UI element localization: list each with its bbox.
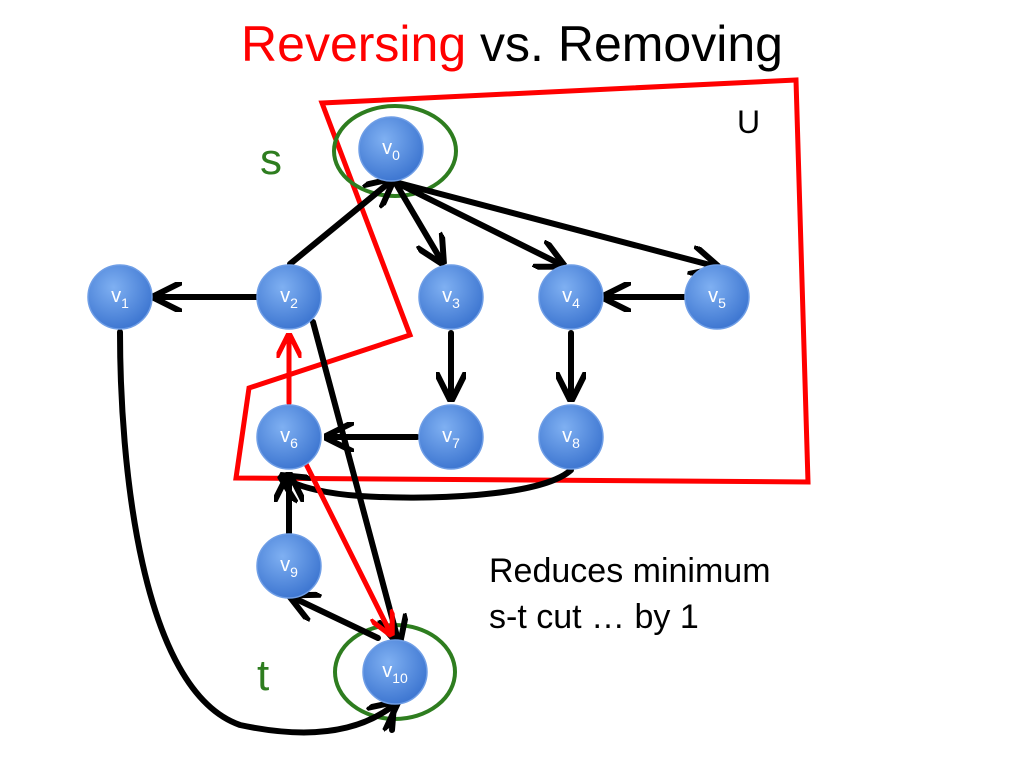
edge-v0-v3	[392, 179, 441, 260]
node-label-v6: v6	[280, 425, 298, 451]
node-v7: v7	[418, 404, 484, 470]
edge-v6-v10-reversed	[302, 459, 390, 632]
node-v1: v1	[87, 264, 153, 330]
node-circle-v5	[684, 264, 750, 330]
node-circle-v10	[362, 639, 428, 705]
node-circle-v9	[256, 533, 322, 599]
title-rest: vs. Removing	[466, 16, 783, 72]
source-label: s	[260, 135, 282, 184]
node-v4: v4	[538, 264, 604, 330]
edges-black	[117, 179, 714, 736]
edge-v1-v10	[117, 329, 394, 736]
edge-v8-v6	[284, 467, 574, 498]
caption-line-1: Reduces minimum	[489, 552, 771, 590]
edge-v2-v10	[310, 319, 398, 640]
node-label-v10: v10	[382, 660, 408, 686]
node-v9: v9	[256, 533, 322, 599]
node-circle-v8	[538, 404, 604, 470]
title-reversing: Reversing	[241, 16, 467, 72]
node-label-v9: v9	[280, 554, 298, 580]
sink-label: t	[257, 651, 269, 700]
edge-v10-tail	[389, 702, 397, 733]
slide-title: Reversing vs. Removing	[0, 12, 1024, 76]
node-v8: v8	[538, 404, 604, 470]
node-label-v4: v4	[562, 285, 580, 311]
caption: Reduces minimum s-t cut … by 1	[489, 548, 771, 640]
node-v5: v5	[684, 264, 750, 330]
node-label-v0: v0	[382, 137, 400, 163]
edge-v0-v5	[392, 179, 714, 266]
node-circle-v7	[418, 404, 484, 470]
node-label-v2: v2	[280, 285, 298, 311]
node-label-v5: v5	[708, 285, 726, 311]
node-circle-v4	[538, 264, 604, 330]
graph-nodes: v0 v1 v2 v3 v4 v5 v6 v7 v8 v9 v10	[87, 116, 750, 705]
node-v0: v0	[358, 116, 424, 182]
node-circle-v3	[418, 264, 484, 330]
edges-red	[289, 338, 390, 632]
node-v3: v3	[418, 264, 484, 330]
node-v6: v6	[256, 404, 322, 470]
caption-line-2: s-t cut … by 1	[489, 598, 699, 636]
node-circle-v6	[256, 404, 322, 470]
edge-v10-v9	[294, 598, 381, 641]
node-circle-v1	[87, 264, 153, 330]
edge-v2-v0	[287, 182, 390, 267]
edge-v0-v4	[392, 179, 560, 264]
node-v2: v2	[256, 264, 322, 330]
node-label-v1: v1	[111, 285, 129, 311]
set-u-label: U	[737, 104, 760, 140]
node-circle-v2	[256, 264, 322, 330]
node-circle-v0	[358, 116, 424, 182]
node-label-v3: v3	[442, 285, 460, 311]
node-label-v7: v7	[442, 425, 460, 451]
node-v10: v10	[362, 639, 428, 705]
cut-set-u-boundary	[233, 77, 811, 485]
node-label-v8: v8	[562, 425, 580, 451]
